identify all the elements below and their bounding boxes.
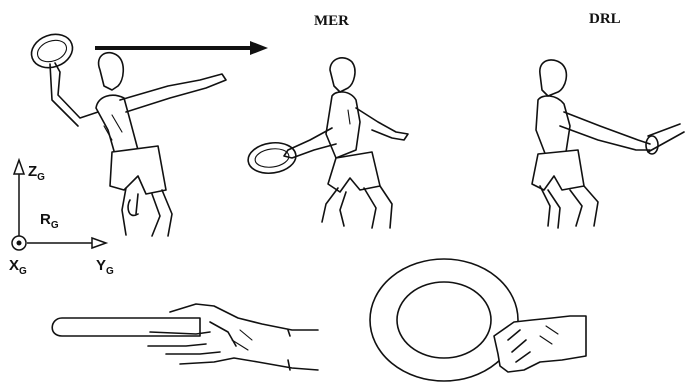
- phase-label-mer: MER: [314, 13, 349, 29]
- y-axis-label: YG: [96, 257, 114, 277]
- z-axis-arrowhead: [14, 160, 24, 174]
- z-axis-label: ZG: [28, 163, 45, 183]
- circled-dot-icon: [12, 236, 26, 250]
- athlete-figure-drl: [532, 60, 684, 228]
- reference-frame: ZG RG XG YG: [9, 160, 114, 277]
- athlete-figure-mer: [246, 58, 408, 228]
- arrow-right-icon: [95, 41, 268, 55]
- y-axis-arrowhead: [92, 238, 106, 248]
- x-axis-label: XG: [9, 257, 27, 277]
- discus-grip-side-view: [52, 304, 318, 370]
- discus-grip-front-view: [370, 259, 586, 381]
- phase-label-drl: DRL: [589, 11, 621, 27]
- frame-name-label: RG: [40, 211, 59, 231]
- athlete-figure-windup: [27, 29, 226, 236]
